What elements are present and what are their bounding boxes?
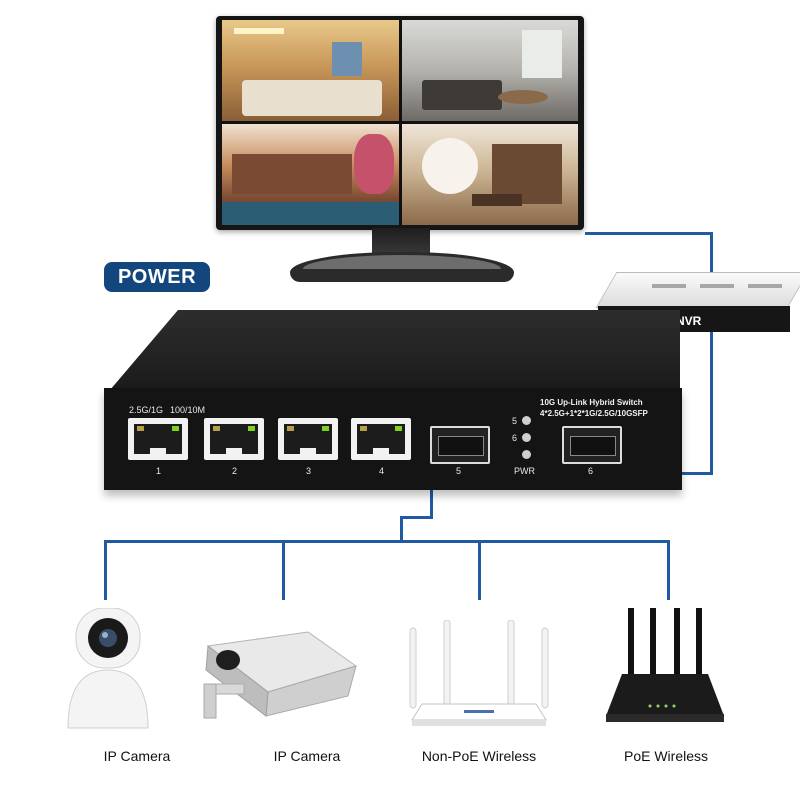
port-led xyxy=(395,426,402,431)
rj45-port-1 xyxy=(128,418,188,460)
switch-model-line1: 10G Up-Link Hybrid Switch xyxy=(540,398,643,407)
switch-top xyxy=(110,310,680,390)
speed-label-right: 100/10M xyxy=(170,405,206,415)
port-clip xyxy=(150,448,166,456)
status-led-pwr xyxy=(522,450,531,459)
device-label-poe-wireless: PoE Wireless xyxy=(623,748,709,764)
port-clip xyxy=(373,448,389,456)
distribution-bus-line xyxy=(104,540,670,543)
surveillance-feed-lounge xyxy=(401,20,578,121)
nvr-label: NVR xyxy=(676,314,702,328)
port-number-3: 3 xyxy=(306,466,312,476)
surveillance-feed-living-room xyxy=(222,20,399,121)
port-led xyxy=(137,426,144,431)
monitor-stand-base-highlight xyxy=(303,255,501,269)
switch-uplink-line xyxy=(400,516,403,542)
nvr-vent xyxy=(748,284,782,288)
sfp-port-5 xyxy=(430,426,490,464)
nvr-vent xyxy=(652,284,686,288)
port-clip xyxy=(226,448,242,456)
rj45-port-3 xyxy=(278,418,338,460)
port-number-5: 5 xyxy=(456,466,462,476)
status-led-5 xyxy=(522,416,531,425)
monitor-stand-neck xyxy=(372,228,430,256)
switch-front-panel: 2.5G/1G 100/10M 1 2 3 4 5 6 5 6 xyxy=(118,396,672,484)
dome-camera-icon xyxy=(67,608,149,729)
power-badge: POWER xyxy=(104,262,210,292)
port-number-6: 6 xyxy=(588,466,594,476)
white-router-icon xyxy=(409,620,549,726)
drop-line-non-poe-router xyxy=(478,540,481,600)
nvr-to-switch-line xyxy=(710,332,713,474)
port-led xyxy=(322,426,329,431)
sfp-cage xyxy=(438,436,484,456)
nvr-top xyxy=(595,272,800,308)
monitor-to-nvr-line xyxy=(710,232,713,272)
port-number-2: 2 xyxy=(232,466,238,476)
pwr-label: PWR xyxy=(514,466,535,476)
bullet-camera-icon xyxy=(203,631,358,719)
surveillance-feed-exterior xyxy=(222,124,399,225)
drop-line-dome-camera xyxy=(104,540,107,600)
sfp-port-6 xyxy=(562,426,622,464)
port-led xyxy=(172,426,179,431)
port-clip xyxy=(300,448,316,456)
port-number-4: 4 xyxy=(379,466,385,476)
sfp-cage xyxy=(570,436,616,456)
port-led xyxy=(213,426,220,431)
monitor-screen xyxy=(222,20,578,225)
nvr-to-switch-line xyxy=(682,472,713,475)
switch-model-line2: 4*2.5G+1*2*1G/2.5G/10GSFP xyxy=(540,409,648,418)
device-label-ip-camera-dome: IP Camera xyxy=(103,748,171,764)
status-led-6 xyxy=(522,433,531,442)
black-router-icon xyxy=(606,608,724,722)
speed-label-left: 2.5G/1G xyxy=(129,405,164,415)
surveillance-feed-tea-room xyxy=(401,124,578,225)
switch-uplink-line xyxy=(430,490,433,518)
switch-uplink-line xyxy=(400,516,433,519)
rj45-port-4 xyxy=(351,418,411,460)
drop-line-bullet-camera xyxy=(282,540,285,600)
port-number-1: 1 xyxy=(156,466,162,476)
port-led xyxy=(360,426,367,431)
device-label-ip-camera-bullet: IP Camera xyxy=(273,748,341,764)
nvr-vent xyxy=(700,284,734,288)
monitor-to-nvr-line xyxy=(585,232,713,235)
drop-line-poe-router xyxy=(667,540,670,600)
device-label-non-poe-wireless: Non-PoE Wireless xyxy=(421,748,537,764)
status-led-label-6: 6 xyxy=(512,433,518,443)
port-led xyxy=(287,426,294,431)
rj45-port-2 xyxy=(204,418,264,460)
status-led-label-5: 5 xyxy=(512,416,518,426)
port-led xyxy=(248,426,255,431)
